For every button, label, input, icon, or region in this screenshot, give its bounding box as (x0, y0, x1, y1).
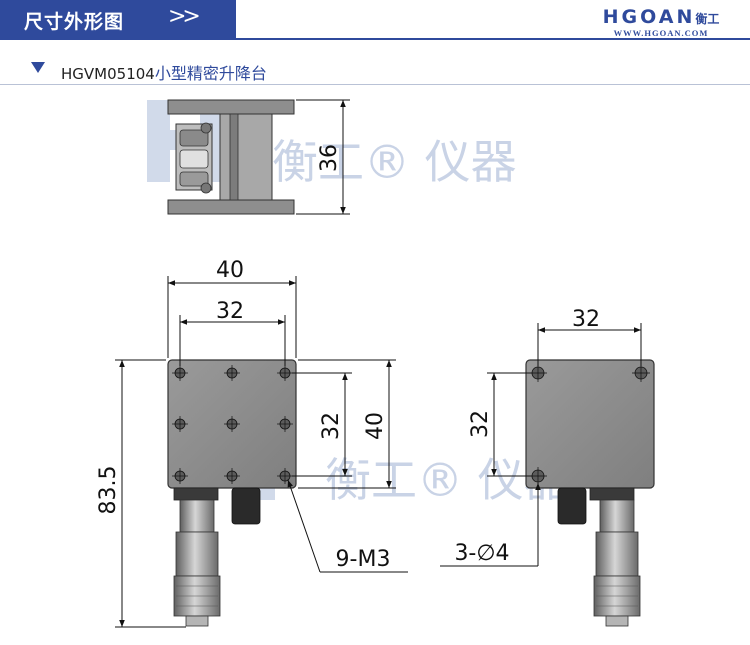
hole-callout: 3-∅4 (440, 483, 541, 567)
heading-divider (0, 84, 750, 85)
dim-top-width-inner-label: 32 (216, 299, 244, 324)
dim-top-height-inner: 32 (292, 372, 352, 477)
thread-callout: 9-M3 (287, 479, 408, 573)
dim-total-length-label: 83.5 (96, 466, 121, 515)
dim-side-height-label: 36 (317, 144, 342, 172)
dim-top-width-inner: 32 (179, 299, 286, 366)
watermark-text: 衡工® 仪器 (272, 135, 517, 189)
product-name: 小型精密升降台 (154, 64, 267, 83)
side-view (167, 99, 295, 215)
dim-top-width-outer-label: 40 (216, 258, 244, 283)
dim-total-length: 83.5 (96, 359, 186, 628)
brand-name: HGOAN (602, 6, 696, 28)
dim-top-height-outer-label: 40 (363, 412, 388, 440)
dim-right-height-label: 32 (468, 410, 493, 438)
brand-chinese: 衡工 (695, 12, 720, 26)
product-model: HGVM05104 (61, 65, 155, 83)
hole-callout-label: 3-∅4 (454, 541, 509, 566)
brand-logo: HGOAN衡工 WWW.HGOAN.COM (586, 6, 736, 39)
dim-top-height-inner-label: 32 (319, 412, 344, 440)
top-view (167, 359, 297, 627)
dim-right-width: 32 (537, 307, 642, 366)
header-bar: 尺寸外形图 >> HGOAN衡工 WWW.HGOAN.COM (0, 0, 750, 44)
dim-right-width-label: 32 (572, 307, 600, 332)
dim-top-width-outer: 40 (167, 258, 297, 358)
bottom-view (525, 359, 655, 627)
double-chevron-icon: >> (168, 4, 201, 29)
thread-callout-label: 9-M3 (336, 547, 391, 572)
dim-side-height: 36 (296, 99, 350, 215)
section-title: 尺寸外形图 (24, 11, 125, 33)
dim-right-height: 32 (468, 372, 532, 477)
triangle-bullet-icon (31, 62, 45, 73)
section-tab: 尺寸外形图 >> (0, 0, 236, 38)
header-underline (0, 38, 750, 40)
dim-top-height-outer: 40 (298, 359, 396, 489)
brand-url: WWW.HGOAN.COM (613, 28, 709, 38)
